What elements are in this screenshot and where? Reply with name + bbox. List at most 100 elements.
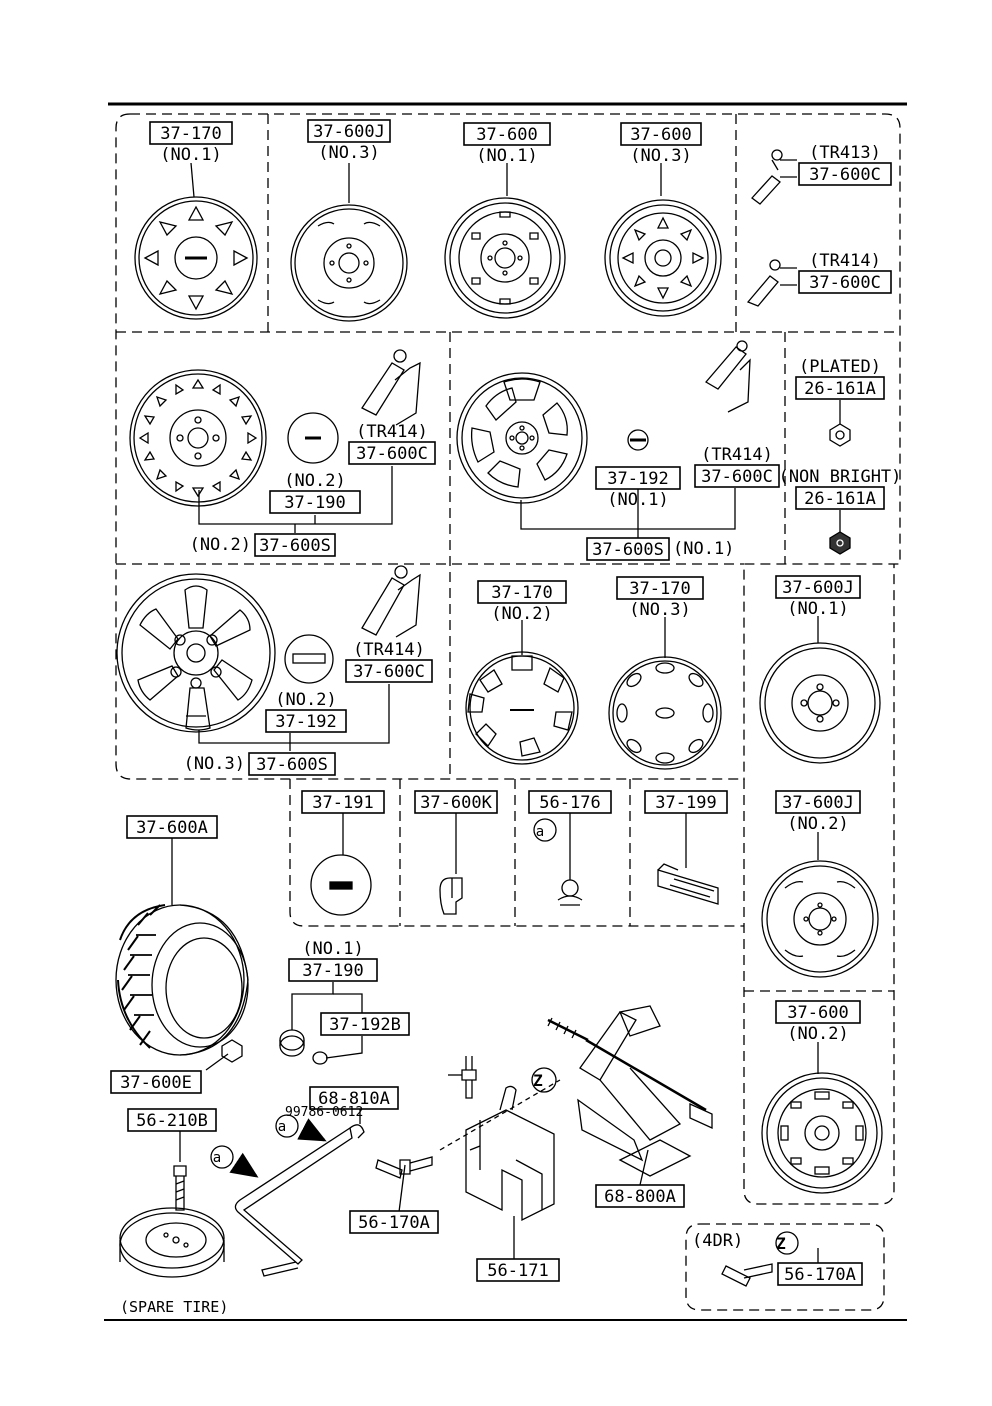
part-number: 37-170 xyxy=(160,124,221,144)
part-label-p6: 37-600C(TR414) xyxy=(798,251,892,294)
center-cap-37-190 xyxy=(287,412,339,464)
part-number: 26-161A xyxy=(804,489,876,509)
part-label-p17: 37-600S(NO.3) xyxy=(184,752,336,776)
part-label-p32: 56-170A xyxy=(349,1210,439,1234)
leader-lines xyxy=(171,159,841,1270)
wheel-37-600J-no3 xyxy=(290,204,408,322)
part-note: (NO.2) xyxy=(787,814,848,834)
part-label-p5: 37-600C(TR413) xyxy=(798,143,892,186)
part-label-p11: 37-192(NO.1) xyxy=(595,466,681,510)
part-number: 68-800A xyxy=(604,1187,676,1207)
callout-a-2: a xyxy=(213,1150,221,1166)
tire-37-600A xyxy=(115,904,249,1056)
part-number: 37-600J xyxy=(782,578,854,598)
part-label-box xyxy=(348,441,436,465)
bolt-number: 99786-0612 xyxy=(285,1105,363,1120)
spare-tire-caption: (SPARE TIRE) xyxy=(120,1298,228,1316)
part-note: (NO.3) xyxy=(630,146,691,166)
part-label-box xyxy=(414,790,498,814)
part-note: (NO.2) xyxy=(787,1024,848,1044)
alloy-wheel-no3 xyxy=(116,573,276,733)
part-note: (TR414) xyxy=(701,445,773,465)
part-label-box xyxy=(528,790,612,814)
part-label-box xyxy=(775,790,861,814)
part-number: 68-810A xyxy=(318,1089,390,1109)
part-label-p33: 56-171 xyxy=(476,1258,560,1282)
wheel-cap-37-170-no1 xyxy=(134,196,258,320)
part-note: (TR413) xyxy=(809,143,881,163)
part-label-box xyxy=(595,1184,685,1208)
part-number: 37-191 xyxy=(312,793,373,813)
part-note: (TR414) xyxy=(353,640,425,660)
spare-wheel-37-600J-no1 xyxy=(759,642,881,764)
part-number: 37-600S xyxy=(259,536,331,556)
part-label-box xyxy=(795,486,885,510)
wheel-cap-37-170-no3 xyxy=(608,656,722,770)
part-number: 37-600C xyxy=(809,273,881,293)
part-label-p7: 37-600C(TR414) xyxy=(348,422,436,465)
part-label-box xyxy=(265,709,347,733)
part-label-box xyxy=(254,533,336,557)
part-label-box xyxy=(694,464,780,488)
part-number: 56-176 xyxy=(539,793,600,813)
part-label-box xyxy=(463,122,551,146)
part-number: 26-161A xyxy=(804,379,876,399)
bracket-56-171 xyxy=(439,1067,561,1222)
valve-cap-37-600E xyxy=(221,1039,243,1063)
lug-nut-non-bright xyxy=(829,531,851,555)
tee-bolt-4dr xyxy=(721,1231,799,1287)
part-note: (NO.3) xyxy=(629,600,690,620)
jack-handle-37-199 xyxy=(657,863,719,905)
part-note: (NO.2) xyxy=(284,471,345,491)
part-label-box xyxy=(269,490,361,514)
part-number: 37-600 xyxy=(630,125,691,145)
part-label-p22: 37-600K xyxy=(414,790,498,814)
part-number: 37-600S xyxy=(256,755,328,775)
part-number: 37-600C xyxy=(809,165,881,185)
part-label-box xyxy=(345,659,433,683)
part-label-p29: 37-600E xyxy=(110,1070,202,1094)
part-label-box xyxy=(477,580,567,604)
part-label-box xyxy=(775,1000,861,1024)
part-label-box xyxy=(798,270,892,294)
part-label-p18: 37-170(NO.2) xyxy=(477,580,567,624)
part-number: 56-171 xyxy=(487,1261,548,1281)
wing-bolt-56-170A xyxy=(375,1156,433,1179)
lug-nut-plated xyxy=(829,423,851,447)
bolt-56-210B xyxy=(173,1165,187,1211)
alloy-wheel-no2 xyxy=(129,369,267,507)
part-note: (PLATED) xyxy=(799,357,881,377)
part-label-box xyxy=(644,790,728,814)
part-labels: 37-170(NO.1)37-600J(NO.3)37-600(NO.1)37-… xyxy=(110,119,902,1286)
part-label-box xyxy=(595,466,681,490)
part-note: (NO.2) xyxy=(491,604,552,624)
part-label-p12: 37-600S(NO.1) xyxy=(586,537,734,561)
part-label-p4: 37-600(NO.3) xyxy=(620,122,702,166)
part-label-box xyxy=(476,1258,560,1282)
part-label-p3: 37-600(NO.1) xyxy=(463,122,551,166)
part-label-p10: 37-600C(TR414) xyxy=(694,445,780,488)
part-label-p36: 56-170A(4DR) xyxy=(692,1231,863,1286)
valve-tr413 xyxy=(751,149,783,205)
part-label-p19: 37-170(NO.3) xyxy=(616,576,704,620)
part-note: (NO.1) xyxy=(673,539,734,559)
valve-tr414-left xyxy=(361,349,421,426)
part-note: (NO.2) xyxy=(190,535,251,555)
alloy-wheel-no1 xyxy=(456,372,588,504)
part-note: (4DR) xyxy=(692,1231,743,1251)
part-label-box xyxy=(798,162,892,186)
part-note: (NON BRIGHT) xyxy=(779,467,902,487)
part-number: 37-192 xyxy=(275,712,336,732)
part-label-p34: 68-800A xyxy=(595,1184,685,1208)
part-label-p2: 37-600J(NO.3) xyxy=(307,119,391,163)
valve-tr414-mid xyxy=(361,565,421,638)
wheel-cap-37-170-no2 xyxy=(465,651,579,765)
part-label-p9: 37-600S (NO.2) xyxy=(190,533,336,557)
scissor-jack-68-800A xyxy=(547,1005,713,1177)
callout-a-3: a xyxy=(536,824,544,840)
part-label-p26: 37-600A xyxy=(126,815,218,839)
part-label-box xyxy=(301,790,385,814)
part-label-box xyxy=(775,575,861,599)
part-label-p31: 56-210B xyxy=(127,1108,217,1132)
part-number: 37-600J xyxy=(782,793,854,813)
